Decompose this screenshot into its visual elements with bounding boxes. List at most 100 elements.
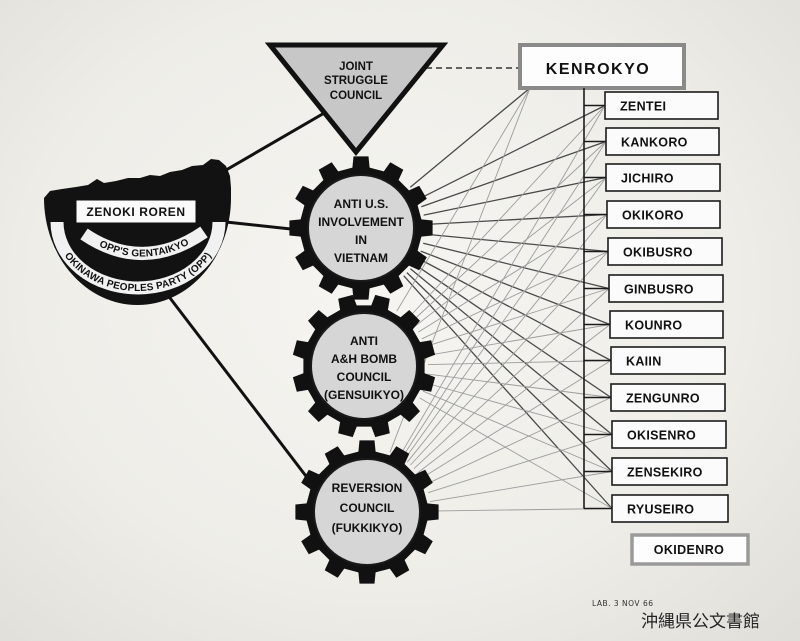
connector-line [430,508,613,512]
union-box-ginbusro: GINBUSRO [584,274,724,303]
connector-line [401,141,607,459]
union-name: KAIIN [626,355,662,369]
union-box-frame [611,494,729,523]
union-box-okikoro: OKIKORO [584,200,721,229]
link-emblem-to-reversion-gear [168,296,314,486]
union-box-kaiin: KAIIN [584,346,726,375]
emblem-inner-band [80,226,208,260]
connector-line [417,257,612,362]
gear-face [310,312,418,420]
connector-line [427,324,611,356]
emblem-outer-band [50,221,226,295]
gear-reversion: REVERSION COUNCIL (FUKKIKYO) [295,440,439,584]
union-box-frame [606,200,721,229]
union-name: JICHIRO [621,172,674,186]
connector-line [414,177,607,328]
connector-line [425,382,613,435]
link-emblem-to-joint-struggle-council [212,110,328,179]
connector-line [407,105,606,320]
union-name: OKISENRO [627,429,696,443]
union-box-frame [605,127,720,156]
union-name: ZENTEI [620,100,666,114]
connector-line [417,104,606,200]
union-name: ZENGUNRO [626,392,700,406]
link-emblem-to-vietnam-gear [224,220,302,232]
connector-line [417,324,611,474]
union-box-zengunro: ZENGUNRO [584,383,726,412]
union-name: RYUSEIRO [627,503,694,517]
gear-1-line-4: VIETNAM [334,251,388,265]
connector-line [427,434,613,494]
zenoki-roren-emblem: OKINAWA PEOPLES PARTY (OPP) OPP'S GENTAI… [44,159,231,305]
gear-3-line-1: REVERSION [332,481,403,495]
union-box-ryuseiro: RYUSEIRO [584,494,729,523]
gear-anti-bomb: ANTI A&H BOMB COUNCIL (GENSUIKYO) [292,294,436,438]
union-box-frame [610,383,726,412]
connector-line [409,268,613,436]
connector-line [421,251,609,340]
union-name: KOUNRO [625,319,682,333]
gear-face [313,458,421,566]
union-box-jichiro: JICHIRO [584,163,721,192]
lab-date-stamp: LAB. 3 NOV 66 [592,599,654,608]
connector-line [421,360,612,479]
connector-line [409,87,531,188]
gear-2-line-4: (GENSUIKYO) [324,388,404,402]
gear-1-line-1: ANTI U.S. [334,197,389,211]
council-triangle [264,42,449,156]
connector-line [418,214,608,333]
member-unions: ZENTEI KANKORO JICHIRO OKIKORO OKIBUSRO GINBU… [584,91,729,523]
union-name: OKIKORO [622,209,684,223]
connector-line [403,275,613,509]
union-box-frame [611,457,728,486]
okidenro-box: OKIDENRO [630,533,750,566]
union-box-okibusro: OKIBUSRO [584,237,723,266]
connector-line [424,397,612,486]
connector-line [413,288,610,469]
union-box-zentei: ZENTEI [584,91,719,120]
emblem-links [168,110,328,486]
connector-lines [389,87,613,512]
union-name: ZENSEKIRO [627,466,703,480]
union-box-frame [604,91,719,120]
union-box-zensekiro: ZENSEKIRO [584,457,728,486]
connector-line [420,250,611,326]
connector-line [423,176,607,216]
connector-line [396,87,531,312]
okidenro-label: OKIDENRO [654,543,725,557]
okidenro-frame [630,533,750,566]
kenrokyo-label: KENROKYO [546,61,650,78]
connector-line [403,177,607,461]
union-box-frame [608,274,724,303]
connector-line [430,471,613,503]
joint-struggle-council: JOINT STRUGGLE COUNCIL [264,42,449,156]
council-line-1: JOINT [339,61,373,73]
archive-watermark: 沖縄県公文書館 [641,612,760,632]
gear-anti-vietnam: ANTI U.S. INVOLVEMENT IN VIETNAM [289,156,433,300]
union-box-frame [610,346,726,375]
connector-line [424,288,610,348]
union-box-kankoro: KANKORO [584,127,720,156]
gear-1-line-3: IN [355,233,367,247]
connector-line [419,397,613,509]
emblem-label: ZENOKI ROREN [86,205,185,219]
gear-face [307,174,415,282]
union-name: KANKORO [621,136,688,150]
gear-2-line-1: ANTI [350,334,378,348]
connector-line [423,242,610,290]
gear-2-line-3: COUNCIL [337,370,392,384]
union-box-frame [609,310,724,339]
connector-line [406,214,608,463]
gear-3-line-2: COUNCIL [340,501,395,515]
connector-line [410,251,609,466]
connector-line [398,105,606,458]
connector-line [424,213,608,226]
union-box-okisenro: OKISENRO [584,420,727,449]
connector-line [413,263,612,399]
union-box-frame [611,420,727,449]
connector-line [406,272,613,472]
gear-1-line-2: INVOLVEMENT [318,215,404,229]
connector-line [422,390,613,472]
connector-line [410,141,607,323]
